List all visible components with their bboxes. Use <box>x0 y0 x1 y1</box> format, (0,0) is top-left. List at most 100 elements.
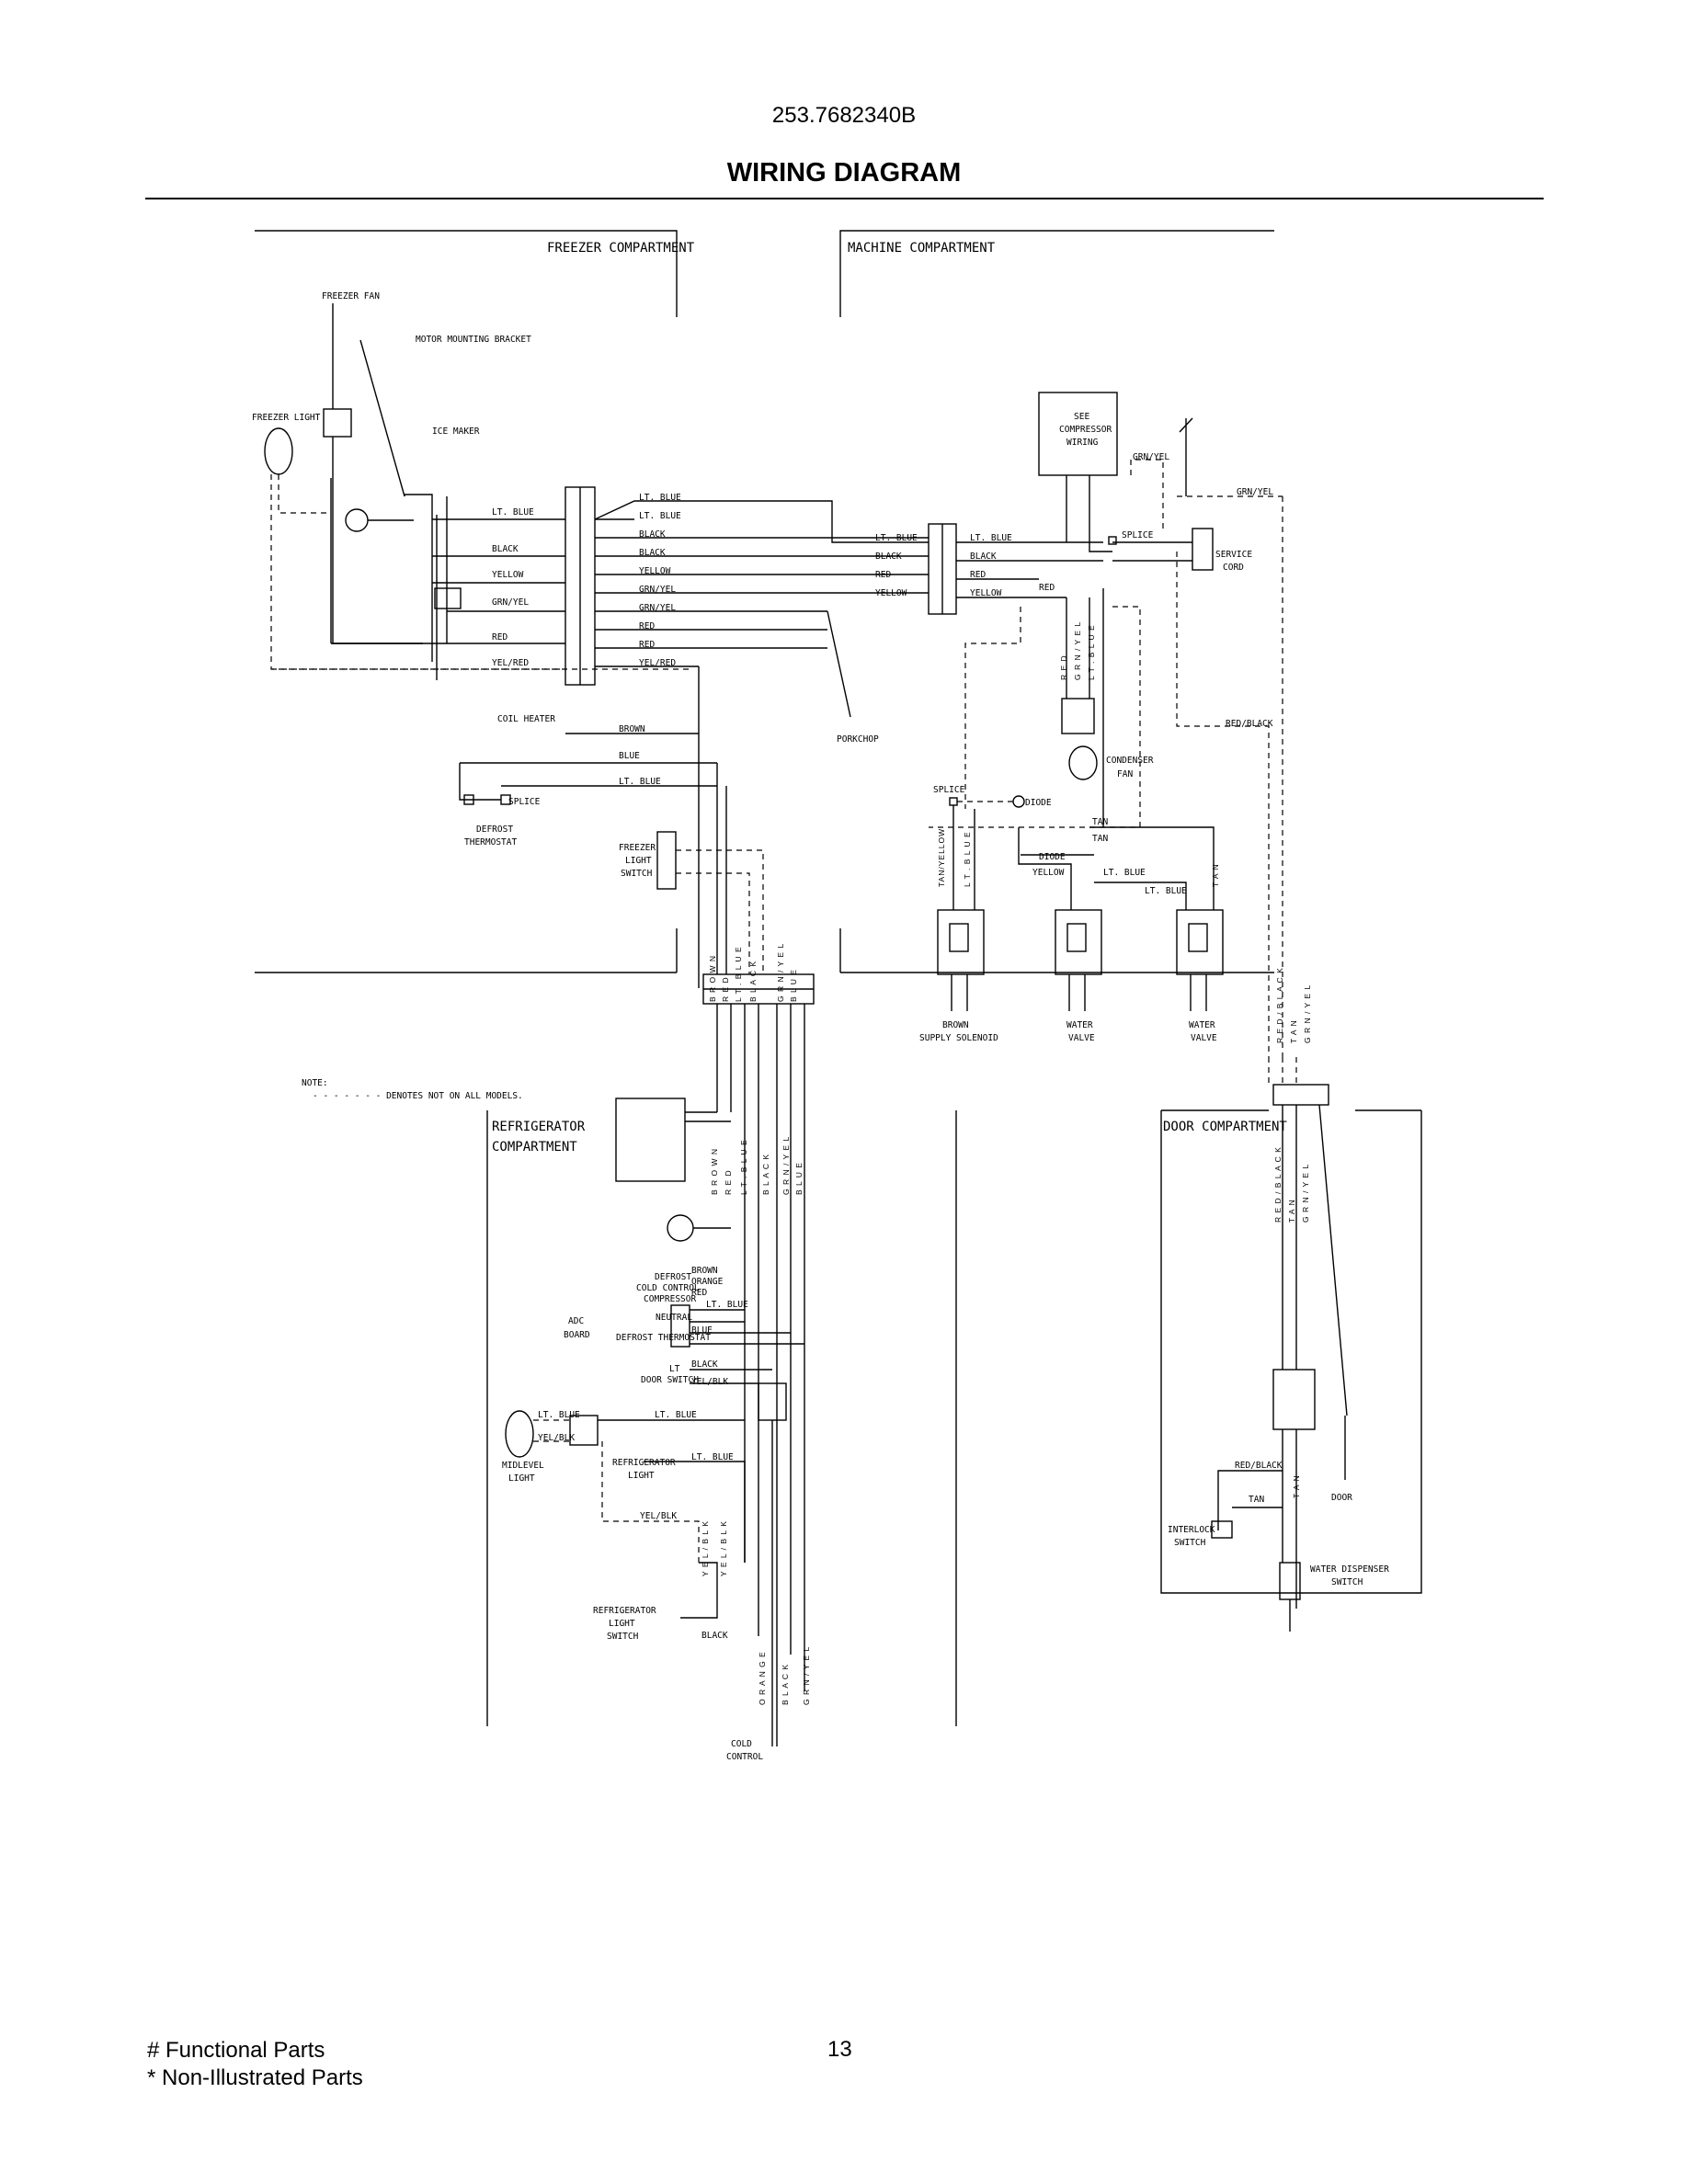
wire-label-lt-blue-12: LT. BLUE <box>691 1452 734 1462</box>
wire-label-tan-1: TAN <box>1092 817 1108 827</box>
freezer-light-switch-label-1: FREEZER <box>619 843 656 853</box>
diode-label-2: DIODE <box>1039 852 1066 862</box>
wire-label-lt-blue-8: LT. BLUE <box>619 777 661 787</box>
valves <box>937 909 1224 1011</box>
wire-label-red-2: RED <box>639 621 655 631</box>
wire-label-brown-v-1: B R O W N <box>708 955 717 1002</box>
freezer-fan-symbol <box>323 303 423 644</box>
wire-label-black-v-1: B L A C K <box>748 961 758 1002</box>
wire-label-red-v-1: R E D <box>1059 654 1068 680</box>
wire-label-lt-blue-1: LT. BLUE <box>492 507 534 518</box>
condenser-fan-label-1: CONDENSER <box>1106 756 1154 766</box>
wire-label-lt-blue-5: LT. BLUE <box>970 533 1012 543</box>
wire-label-grn-yel-3: GRN/YEL <box>639 603 676 613</box>
midlevel-light-label-1: MIDLEVEL <box>502 1461 544 1471</box>
door-switch-label-2: DOOR SWITCH <box>641 1375 699 1385</box>
wire-label-grn-yel-v-6: G R N / Y E L <box>1301 1164 1310 1223</box>
brown-supply-label-2: SUPPLY SOLENOID <box>919 1033 998 1043</box>
diode-label-1: DIODE <box>1025 798 1052 808</box>
wire-label-yellow-2: YELLOW <box>639 566 671 576</box>
wire-label-grn-yel-v-2: G R N / Y E L <box>776 943 785 1002</box>
dispenser-switch-label-2: SWITCH <box>1331 1577 1363 1587</box>
wire-label-red-1: RED <box>492 632 508 643</box>
wire-label-yellow-1: YELLOW <box>492 570 524 580</box>
defrost-thermostat-label-2: THERMOSTAT <box>464 837 517 847</box>
wire-label-grn-yel-1: GRN/YEL <box>492 597 529 608</box>
wire-label-grn-yel-v-5: G R N / Y E L <box>1303 984 1312 1043</box>
defrost-cc-label-3: COMPRESSOR <box>644 1294 696 1304</box>
wire-label-red-7: RED <box>691 1288 707 1298</box>
non-illustrated-parts-note: * Non-Illustrated Parts <box>147 2065 363 2090</box>
wire-label-red-5: RED <box>970 570 986 580</box>
machine-connector <box>928 523 1103 615</box>
wire-label-orange-1: ORANGE <box>691 1277 724 1287</box>
wire-label-blue-2: BLUE <box>691 1325 713 1336</box>
wire-label-black-1: BLACK <box>492 544 519 554</box>
compressor-label-3: WIRING <box>1066 438 1099 448</box>
refrigerator-switch-label-2: LIGHT <box>609 1619 635 1629</box>
wire-label-black-2: BLACK <box>639 529 666 540</box>
wire-label-brown-v-2: B R O W N <box>710 1148 719 1195</box>
note-title: NOTE: <box>302 1078 328 1088</box>
water-valve-label-3: WATER <box>1189 1020 1215 1030</box>
freezer-light-switch-label-2: LIGHT <box>625 856 652 866</box>
wire-label-yellow-4: YELLOW <box>970 588 1002 598</box>
splice-label-3: SPLICE <box>508 797 541 807</box>
wire-label-tan-v-2: T A N <box>1289 1019 1298 1043</box>
neutral-label: NEUTRAL <box>656 1313 692 1323</box>
machine-compartment-label: MACHINE COMPARTMENT <box>848 241 996 256</box>
refrigerator-switch-label-3: SWITCH <box>607 1632 639 1642</box>
wire-label-lt-blue-v-3: L T . B L U E <box>734 946 743 1002</box>
defrost-thermostat-label-3: DEFROST THERMOSTAT <box>616 1333 711 1343</box>
wire-label-brown-2: BROWN <box>691 1266 718 1276</box>
wire-label-black-v-2: B L A C K <box>761 1154 770 1195</box>
wire-label-yel-blk-v-2: Y E L / B L K <box>719 1520 728 1576</box>
door-compartment-label: DOOR COMPARTMENT <box>1163 1120 1287 1134</box>
wire-label-lt-blue-7: LT. BLUE <box>1145 886 1187 896</box>
wire-label-tan-v-3: T A N <box>1287 1199 1296 1223</box>
wire-label-red-3: RED <box>639 640 655 650</box>
splice-label-1: SPLICE <box>1122 530 1154 540</box>
wire-label-tan-yellow-v: TAN/YELLOW <box>937 828 946 887</box>
wire-label-lt-blue-11: LT. BLUE <box>655 1410 697 1420</box>
wire-label-blue-1: BLUE <box>619 751 640 761</box>
interlock-switch-label-2: SWITCH <box>1174 1538 1206 1548</box>
functional-parts-note: # Functional Parts <box>147 2038 325 2063</box>
wire-label-lt-blue-v-4: L T . B L U E <box>739 1139 748 1195</box>
wire-label-yel-blk-v-1: Y E L / B L K <box>701 1520 710 1576</box>
service-cord-label-2: CORD <box>1223 563 1244 573</box>
wire-label-lt-blue-9: LT. BLUE <box>706 1300 748 1310</box>
brown-supply-label-1: BROWN <box>942 1020 969 1030</box>
condenser-fan-symbol <box>929 588 1141 828</box>
cold-control-label-2: CONTROL <box>726 1752 763 1762</box>
wire-label-black-5: BLACK <box>970 552 997 562</box>
freezer-fan-label: FREEZER FAN <box>322 291 380 301</box>
refrigerator-compartment-label: REFRIGERATOR <box>492 1120 586 1134</box>
interlock-switch-label-1: INTERLOCK <box>1168 1525 1215 1535</box>
wire-label-lt-blue-10: LT. BLUE <box>538 1410 580 1420</box>
wire-label-yel-blk-3: YEL/BLK <box>640 1511 677 1521</box>
adc-board-label-1: ADC <box>568 1316 584 1326</box>
defrost-cc-label-2: COLD CONTROL <box>636 1283 700 1293</box>
door-label: DOOR <box>1331 1493 1352 1503</box>
wire-label-red-black-1: RED/BLACK <box>1226 719 1273 729</box>
title-divider <box>145 198 1544 199</box>
wire-label-black-6: BLACK <box>701 1631 728 1641</box>
wire-label-grn-yel-5: GRN/YEL <box>1237 487 1273 497</box>
coil-heater-label: COIL HEATER <box>497 714 555 724</box>
refrigerator-light-label-2: LIGHT <box>628 1471 655 1481</box>
wire-label-red-black-v-2: R E D / B L A C K <box>1273 1146 1283 1223</box>
wire-label-yellow-3: YELLOW <box>875 588 907 598</box>
refrigerator-light-label-1: REFRIGERATOR <box>612 1458 676 1468</box>
coil-heater-area <box>459 733 764 974</box>
freezer-light-symbol <box>264 427 690 670</box>
wire-label-lt-blue-v-2: L T . B L U E <box>963 831 972 887</box>
wire-label-yel-blk-1: YEL/BLK <box>691 1377 728 1387</box>
defrost-thermostat-label-1: DEFROST <box>476 825 513 835</box>
water-valve-label-1: WATER <box>1066 1020 1093 1030</box>
wire-label-tan-v-4: T A N <box>1292 1474 1301 1498</box>
wire-label-grn-yel-v-4: G R N / Y E L <box>802 1646 811 1705</box>
ice-maker-symbol <box>330 478 462 680</box>
document-number: 253.7682340B <box>771 103 917 128</box>
